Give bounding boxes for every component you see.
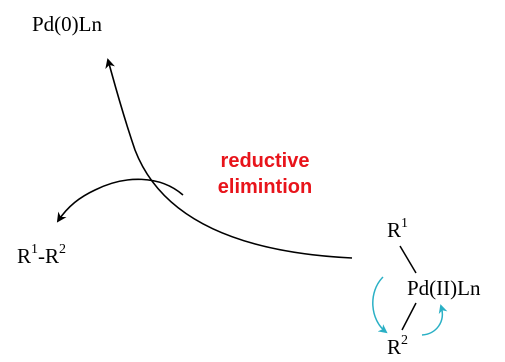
reaction-label: reductive elimintion [205,148,325,200]
bond-pd-r2 [401,302,417,331]
complex-r2: R [387,335,402,359]
pd0-label: Pd(0)Ln [32,12,102,36]
product-branch-arrow [56,178,184,223]
product-r1-sup: 1 [31,242,39,257]
product-dash: - [38,244,46,268]
main-curved-arrow [105,58,353,259]
product-r1: R [17,244,32,268]
product-r2-sup: 2 [59,242,67,257]
electron-arrow-left [372,276,388,334]
product-r2: R [45,244,60,268]
bond-r1-pd [399,245,417,274]
complex-r2-label: R2 [387,334,408,359]
reaction-label-line1: reductive [220,150,310,172]
complex-r1-label: R1 [387,217,408,242]
complex-pd-label: Pd(II)Ln [407,276,481,300]
complex-r2-sup: 2 [401,333,409,348]
complex-r1: R [387,218,402,242]
complex-r1-sup: 1 [401,216,409,231]
electron-arrow-right [421,304,448,336]
product-label: R1-R2 [17,243,66,268]
reaction-label-line2: elimintion [217,176,313,198]
